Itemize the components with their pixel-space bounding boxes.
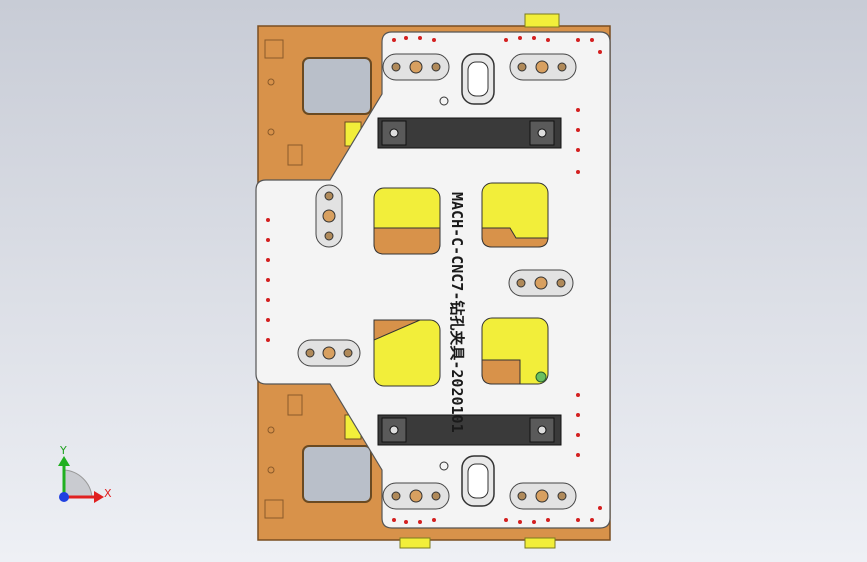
adjust-block-left-horizontal[interactable] [297, 339, 361, 367]
upper-pocket [302, 57, 372, 115]
adjust-block-center-right[interactable] [508, 269, 574, 297]
red-hole-pattern [266, 36, 602, 524]
adjust-block-bottom-right[interactable] [509, 482, 577, 510]
clamp-bar-bottom[interactable] [377, 414, 562, 446]
pin-hole-top [439, 96, 449, 106]
top-plate[interactable] [255, 31, 611, 529]
clamp-bar-top[interactable] [377, 117, 562, 149]
z-axis [59, 492, 69, 502]
part-label: MACH-C-CNC7-钻孔夹具-2020101 [448, 192, 466, 433]
pin-hole-bottom [439, 461, 449, 471]
bottom-tab-right [524, 537, 556, 549]
top-tab [524, 13, 560, 28]
support-pad-lower-left[interactable] [373, 319, 441, 387]
adjust-block-bottom-left[interactable] [382, 482, 450, 510]
support-pad-upper-left[interactable] [373, 187, 441, 255]
adjust-block-left-vertical[interactable] [315, 184, 343, 248]
support-pad-lower-right[interactable] [481, 317, 549, 385]
green-pin [535, 371, 547, 383]
x-axis-label: X [104, 487, 112, 500]
support-pad-upper-right[interactable] [481, 182, 549, 248]
y-axis-label: Y [59, 444, 67, 457]
lower-pocket [302, 445, 372, 503]
coordinate-triad[interactable]: Y X [58, 444, 112, 503]
adjust-block-top-right[interactable] [509, 53, 577, 81]
bottom-tab-left [399, 537, 431, 549]
locator-boss-top[interactable] [461, 53, 495, 105]
adjust-block-top-left[interactable] [382, 53, 450, 81]
locator-boss-bottom[interactable] [461, 455, 495, 507]
